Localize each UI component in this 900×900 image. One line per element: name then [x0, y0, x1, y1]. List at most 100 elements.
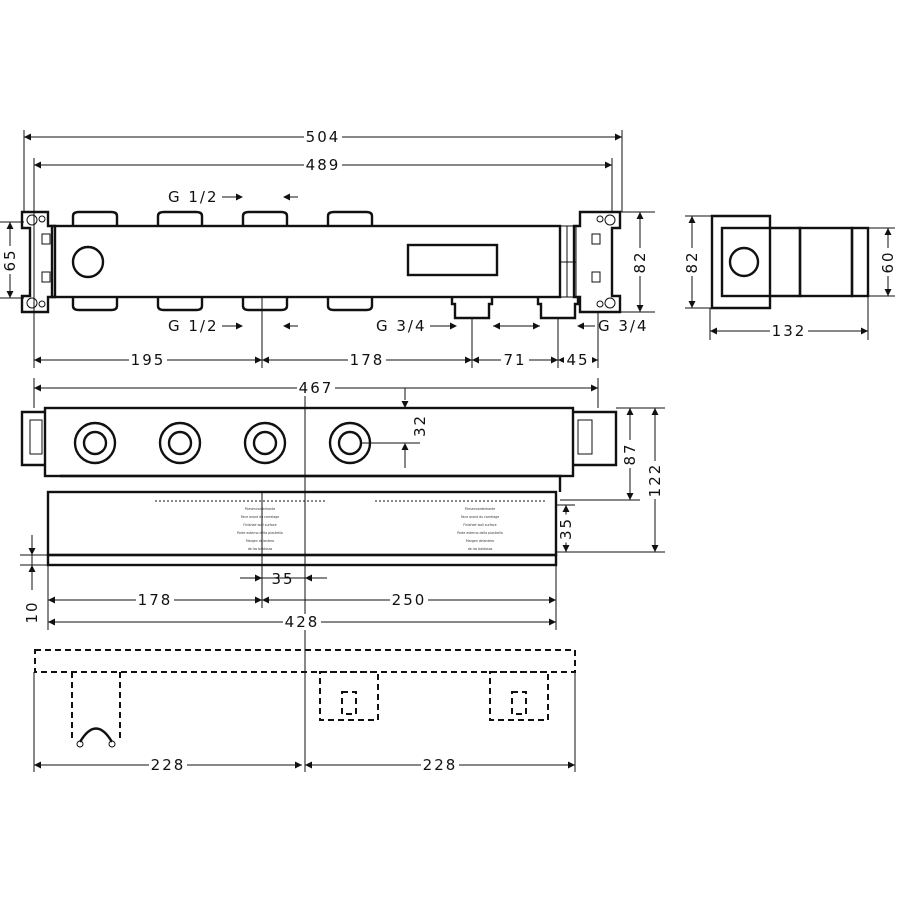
dimension-arrow	[591, 384, 598, 392]
dimension-arrow	[255, 596, 262, 604]
wall-marking-text: Finished wall surface	[463, 523, 496, 527]
dimension-arrow	[255, 356, 262, 364]
dim-65-label: 65	[1, 248, 19, 271]
right-mounting-bracket	[572, 210, 622, 314]
dim-wall-35-label: 35	[557, 517, 575, 540]
left-mounting-bracket	[20, 210, 57, 314]
thread-bottom-label: G 1/2	[168, 317, 219, 335]
dim-side-82-label: 82	[683, 250, 701, 273]
dimension-arrow	[450, 322, 457, 330]
dim-195-label: 195	[131, 351, 166, 369]
inlet-connector-bottom	[326, 297, 374, 312]
outlet-circle-outer	[158, 421, 202, 465]
dim-side-60-label: 60	[879, 250, 897, 273]
dimension-arrow	[562, 505, 570, 512]
wall-marking-text: Face avant du carrelage	[241, 515, 279, 519]
dimension-arrow	[401, 401, 409, 408]
dimension-arrow	[551, 356, 558, 364]
dim-132-label: 132	[772, 322, 807, 340]
dim-10-label: 10	[23, 600, 41, 623]
wall-marking-text: Porte esterno della piastrella	[237, 531, 283, 535]
wall-marking-text: Porte esterno della piastrella	[457, 531, 503, 535]
thread-top-label: G 1/2	[168, 188, 219, 206]
dim-228-left-label: 228	[151, 756, 186, 774]
dimension-arrow	[283, 193, 290, 201]
dimension-arrow	[493, 322, 500, 330]
dimension-arrow	[533, 322, 540, 330]
dimension-arrow	[295, 761, 302, 769]
dim-178-label: 178	[350, 351, 385, 369]
dimension-arrow	[24, 133, 31, 141]
dimension-arrow	[48, 596, 55, 604]
dimension-arrow	[262, 596, 269, 604]
dimension-arrow	[636, 305, 644, 312]
dim-87-label: 87	[621, 442, 639, 465]
dimension-arrow	[568, 761, 575, 769]
valve-body	[50, 224, 562, 299]
dimension-arrow	[626, 493, 634, 500]
wall-marking-text: Fliesenvorderkante	[465, 507, 496, 511]
dimension-arrow	[6, 222, 14, 229]
dim-467-label: 467	[299, 379, 334, 397]
dimension-arrow	[34, 384, 41, 392]
dim-32-label: 32	[411, 414, 429, 437]
dim-489-label: 489	[306, 156, 341, 174]
dimension-arrow	[549, 618, 556, 626]
dimension-arrow	[48, 618, 55, 626]
inlet-connector-top	[241, 210, 289, 226]
outlet-circle-inner	[252, 430, 278, 456]
dimension-arrow	[636, 212, 644, 219]
dimension-arrow	[465, 356, 472, 364]
top-view	[0, 130, 655, 368]
dimension-arrow	[34, 356, 41, 364]
dimension-arrow	[28, 565, 36, 572]
side-view	[685, 214, 895, 340]
dim-82-label: 82	[631, 250, 649, 273]
wall-marking-text: Fliesenvorderkante	[245, 507, 276, 511]
dimension-arrow	[651, 545, 659, 552]
dim-504-label: 504	[306, 128, 341, 146]
dimension-arrow	[615, 133, 622, 141]
dimension-arrow	[305, 574, 312, 582]
wall-marking-text: de los baldosas	[468, 547, 493, 551]
outlet-circle-inner	[337, 430, 363, 456]
dimension-arrow	[283, 322, 290, 330]
dim-71-label: 71	[503, 351, 526, 369]
dimension-arrow	[688, 216, 696, 223]
inlet-connector-bottom	[71, 297, 119, 312]
thread-outlet-left-label: G 3/4	[376, 317, 427, 335]
bottom-view	[33, 649, 576, 772]
front-body	[43, 406, 575, 478]
dimension-arrow	[549, 596, 556, 604]
dim-250-label: 250	[392, 591, 427, 609]
outlet-circles	[73, 421, 372, 465]
dimension-arrow	[605, 161, 612, 169]
dimension-arrow	[34, 161, 41, 169]
wall-marking-text: Face avant du carrelage	[461, 515, 499, 519]
dimension-arrow	[305, 761, 312, 769]
wall-marking-text: Margen delantero	[466, 539, 494, 543]
outlet-circle-inner	[167, 430, 193, 456]
inlet-connector-top	[326, 210, 374, 226]
dimension-arrow	[28, 548, 36, 555]
dimension-arrow	[577, 322, 584, 330]
dimension-arrow	[861, 327, 868, 335]
display-window	[406, 243, 499, 277]
inlet-connector-top	[156, 210, 204, 226]
dim-122-label: 122	[646, 463, 664, 498]
dimension-arrow	[236, 193, 243, 201]
dimension-arrow	[6, 291, 14, 298]
pipe-connectors	[71, 210, 580, 320]
outlet-circle-inner	[82, 430, 108, 456]
dimension-arrow	[255, 574, 262, 582]
dimension-arrow	[688, 301, 696, 308]
outlet-circle-outer	[243, 421, 287, 465]
inlet-connector-top	[71, 210, 119, 226]
dimension-arrow	[262, 356, 269, 364]
dim-front-178-label: 178	[138, 591, 173, 609]
dimension-arrow	[34, 761, 41, 769]
dimension-arrow	[236, 322, 243, 330]
dimension-arrow	[884, 228, 892, 235]
